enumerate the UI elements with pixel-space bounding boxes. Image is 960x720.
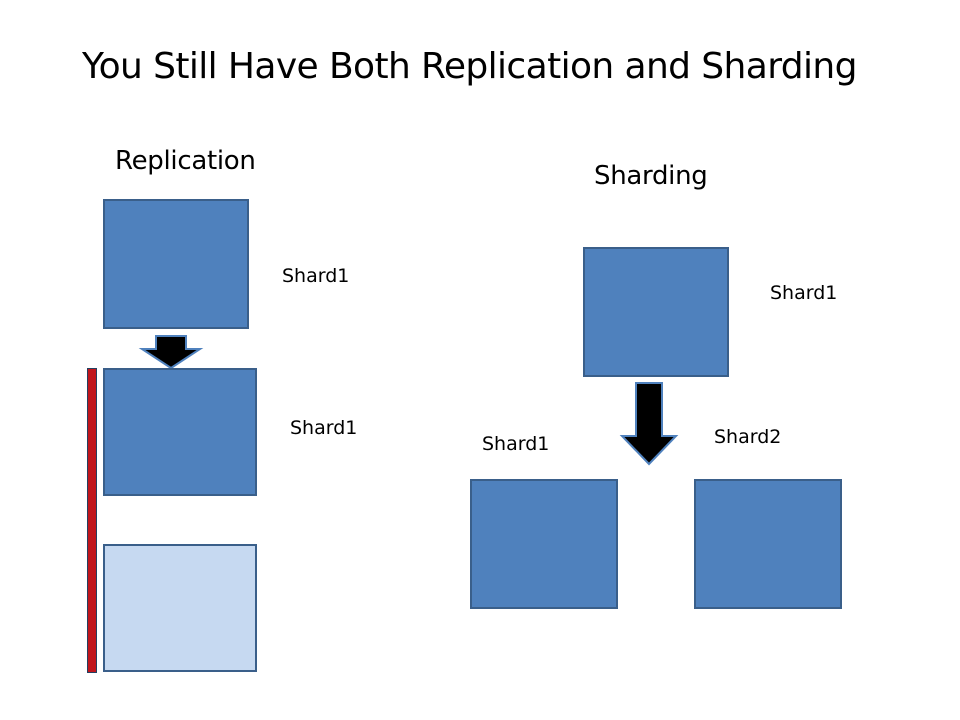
sharding-left-label: Shard1 [482, 433, 550, 455]
replication-secondary-box [103, 368, 257, 496]
replication-standby-box [103, 544, 257, 672]
replication-primary-label: Shard1 [282, 265, 350, 287]
sharding-source-label: Shard1 [770, 282, 838, 304]
sharding-source-box [583, 247, 729, 377]
replication-secondary-label: Shard1 [290, 417, 358, 439]
sharding-heading: Sharding [594, 161, 708, 191]
replication-down-arrow-icon [138, 335, 204, 370]
replica-set-bar [87, 368, 97, 673]
replication-heading: Replication [115, 146, 256, 176]
shard2-box [694, 479, 842, 609]
slide-title: You Still Have Both Replication and Shar… [82, 46, 857, 87]
shard1-box [470, 479, 618, 609]
sharding-down-arrow-icon [619, 382, 679, 466]
replication-primary-box [103, 199, 249, 329]
sharding-right-label: Shard2 [714, 426, 782, 448]
